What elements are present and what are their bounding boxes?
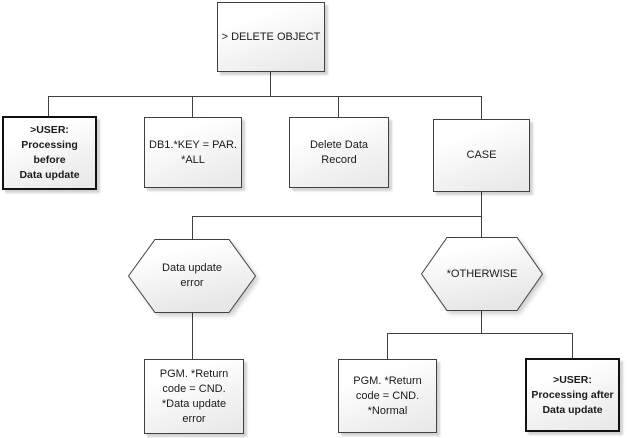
connector-to-user-before [48, 97, 49, 117]
node-pgm-return-data-update-error: PGM. *Return code = CND. *Data update er… [144, 359, 244, 434]
connector-to-cond-error [192, 217, 193, 239]
connector-to-delete-data [338, 97, 339, 117]
node-cond-otherwise: *OTHERWISE [421, 237, 543, 311]
hexagon-label: *OTHERWISE [446, 267, 518, 280]
node-case: CASE [433, 119, 530, 192]
connector-root-stem [270, 72, 271, 96]
connector-to-pgm-normal [387, 334, 388, 359]
connector-to-case [481, 97, 482, 119]
connector-to-cond-otherwise [481, 217, 482, 237]
node-delete-object: > DELETE OBJECT [217, 2, 325, 72]
node-pgm-return-normal: PGM. *Return code = CND. *Normal [338, 359, 437, 433]
node-cond-data-update-error: Data update error [128, 239, 256, 313]
connector-to-user-after [572, 334, 573, 358]
node-user-processing-before: >USER: Processing before Data update [2, 116, 97, 190]
connector-level2-bus [48, 96, 482, 97]
node-user-processing-after: >USER: Processing after Data update [525, 358, 620, 432]
connector-to-db1-key [192, 97, 193, 117]
connector-case-stem [481, 192, 482, 216]
connector-otherwise-stem [481, 311, 482, 333]
node-delete-data-record: Delete Data Record [289, 117, 389, 188]
hexagon-label: Data update error [162, 262, 222, 289]
connector-case-bus [192, 216, 482, 217]
hexagon-shape [128, 239, 256, 313]
node-db1-key: DB1.*KEY = PAR. *ALL [144, 117, 242, 188]
hexagon-shape [421, 237, 543, 311]
connector-otherwise-bus [387, 333, 573, 334]
connector-error-stem [192, 313, 193, 359]
